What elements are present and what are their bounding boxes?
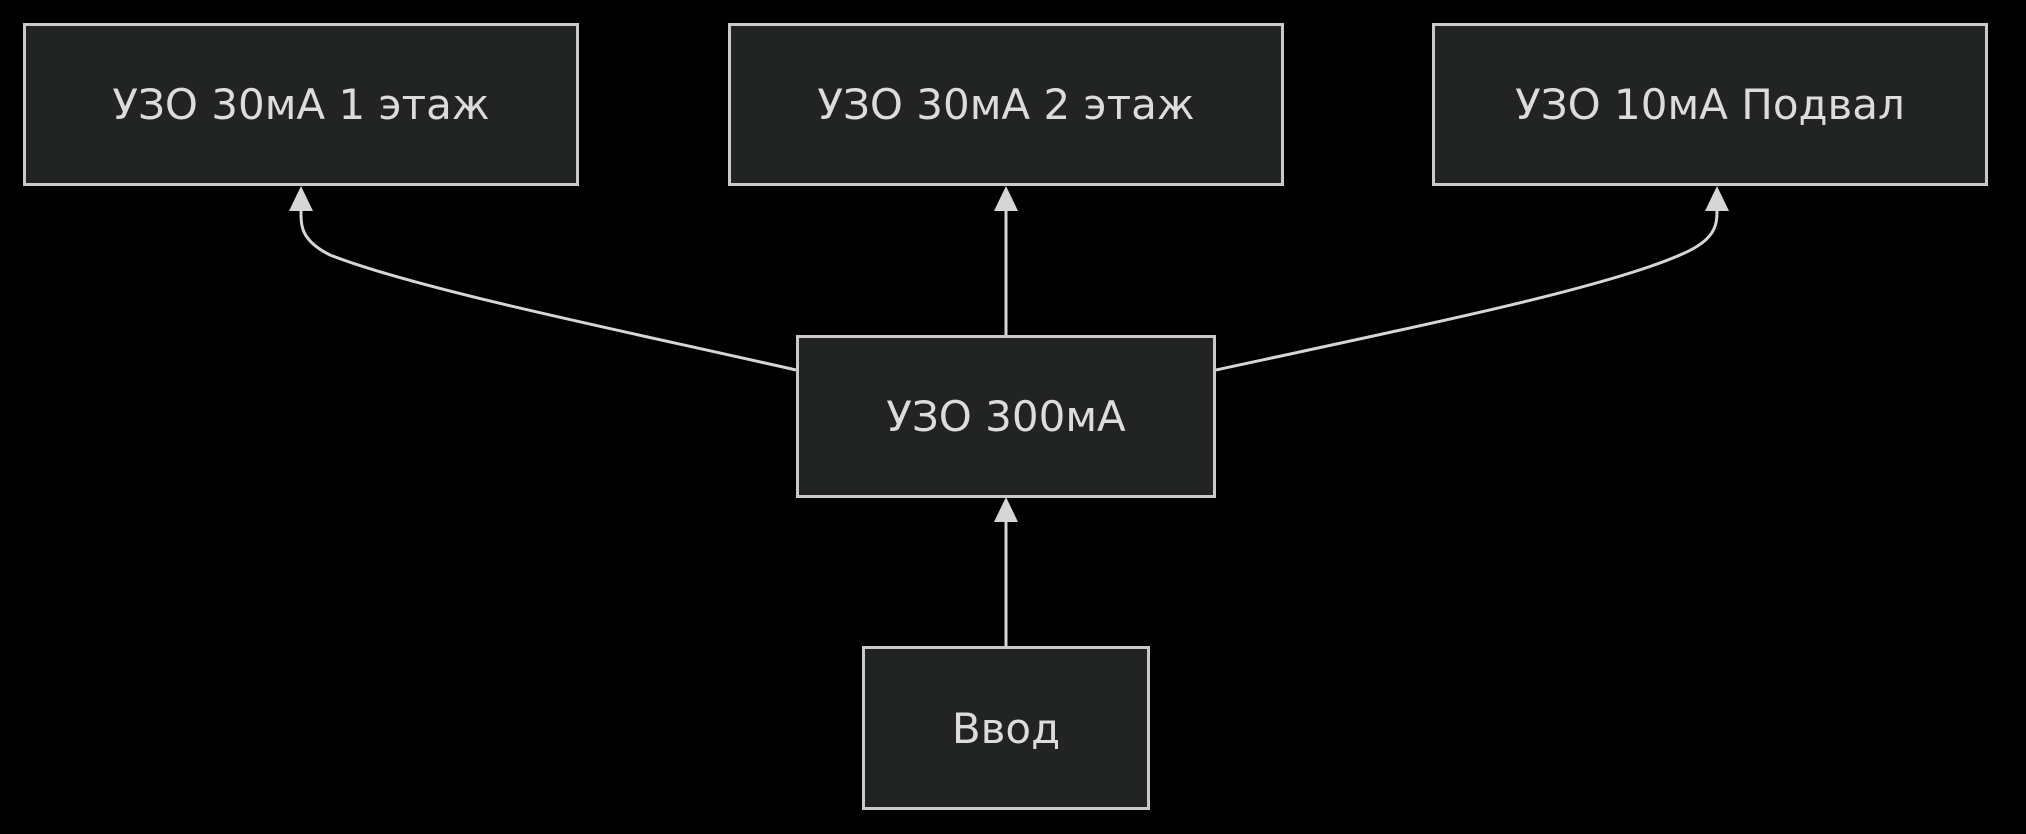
node-label: УЗО 10мА Подвал (1515, 80, 1905, 129)
edge-rcd-main-to-floor1 (299, 209, 797, 372)
node-rcd-main: УЗО 300мА (796, 335, 1216, 498)
node-rcd-floor2: УЗО 30мА 2 этаж (728, 23, 1284, 186)
arrowhead-floor1 (289, 186, 313, 211)
node-label: Ввод (951, 703, 1061, 753)
node-label: УЗО 30мА 1 этаж (112, 80, 490, 129)
node-rcd-floor1: УЗО 30мА 1 этаж (23, 23, 579, 186)
arrowhead-floor2 (994, 186, 1018, 211)
arrowhead-rcd-main (994, 497, 1018, 522)
arrowhead-basement (1705, 186, 1729, 211)
node-label: УЗО 300мА (886, 392, 1126, 441)
edge-rcd-main-to-basement (1215, 209, 1719, 372)
node-rcd-basement: УЗО 10мА Подвал (1432, 23, 1988, 186)
node-input: Ввод (862, 646, 1150, 810)
node-label: УЗО 30мА 2 этаж (817, 80, 1195, 129)
